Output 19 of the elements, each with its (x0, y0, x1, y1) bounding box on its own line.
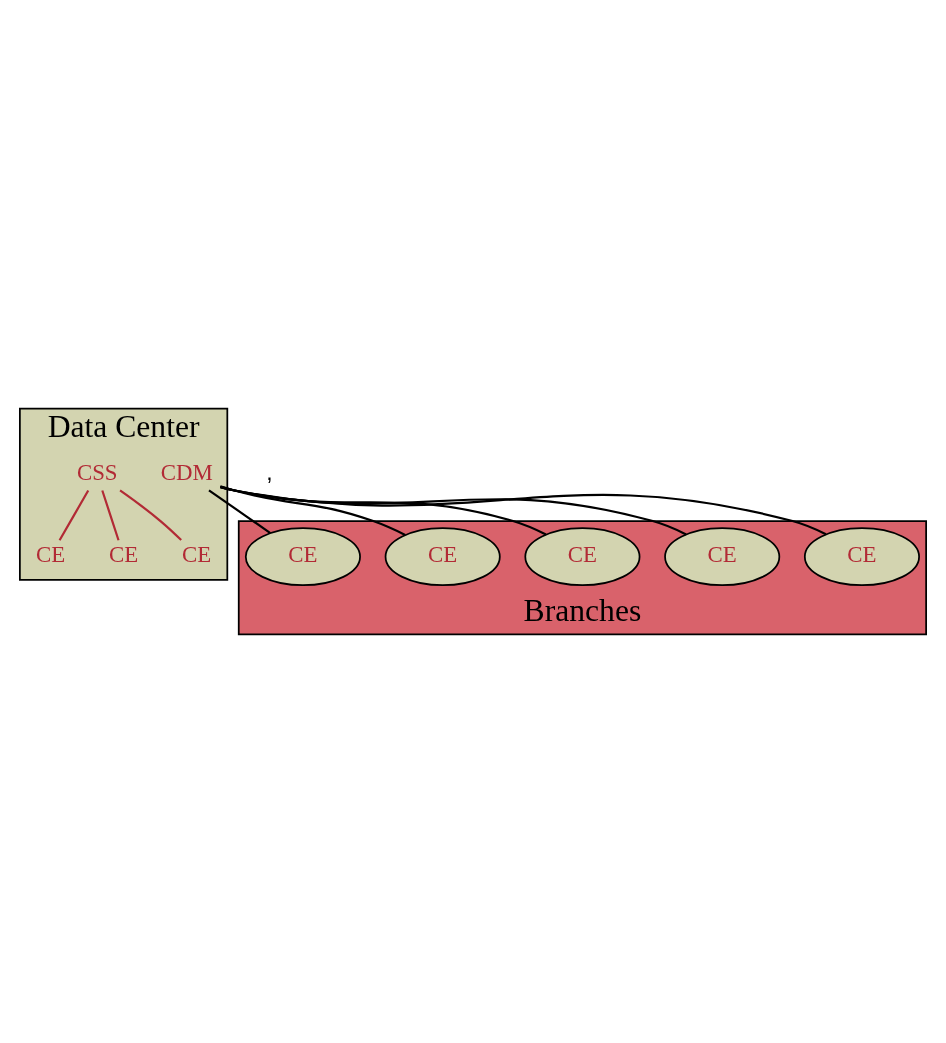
label: , (266, 458, 273, 485)
node-ellipse: CE (384, 527, 501, 587)
node-ellipse: CE (664, 527, 781, 587)
node-text: CE (108, 542, 139, 568)
node-ellipse: CE (524, 527, 641, 587)
connector (220, 485, 406, 536)
node-text: CE (181, 542, 212, 568)
connector (220, 486, 687, 536)
connector (101, 490, 120, 541)
connector (220, 485, 547, 536)
node-text: CSS (76, 459, 118, 485)
connector (220, 486, 827, 536)
connector (58, 489, 90, 541)
node-ellipse: CE (244, 527, 361, 587)
node-ellipse: CE (803, 527, 920, 587)
node-text: CDM (160, 459, 213, 485)
connector (119, 489, 182, 541)
connector (208, 489, 271, 534)
node-text: CE (36, 542, 66, 568)
